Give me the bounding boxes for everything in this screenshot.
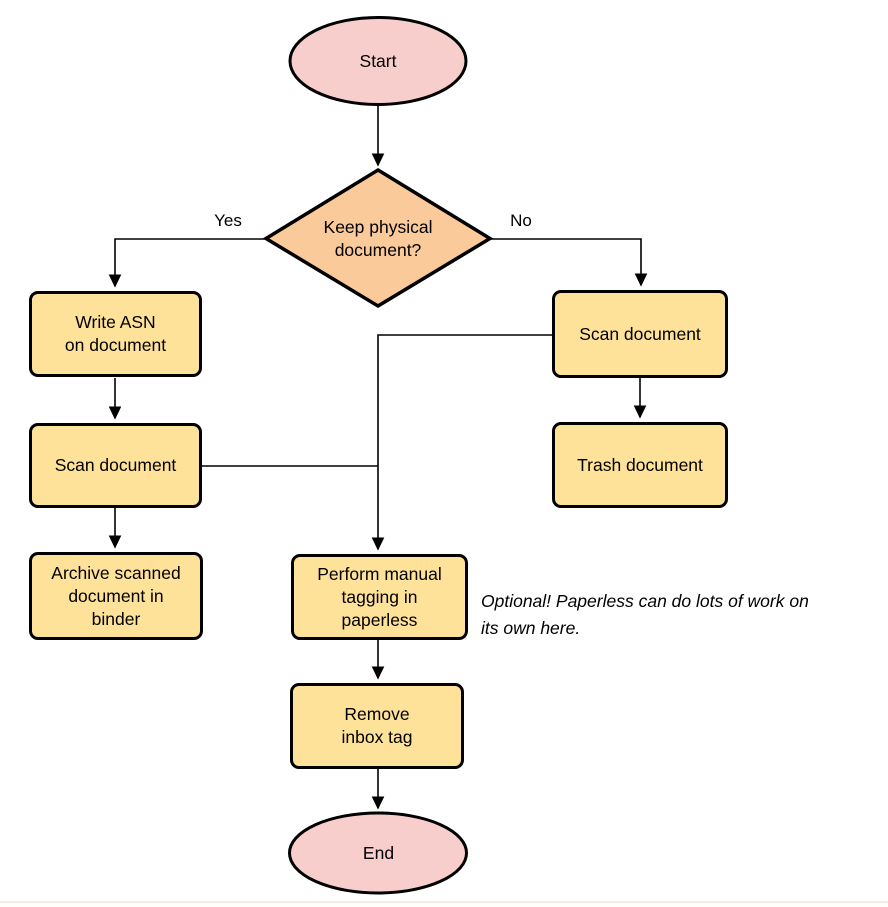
node-label: Scan document — [579, 323, 701, 344]
note-line: Optional! Paperless can do lots of work … — [481, 591, 809, 611]
node-label-line: Write ASN — [75, 312, 156, 332]
node-label-line: binder — [91, 608, 141, 629]
node-label-line: Remove — [344, 704, 410, 724]
edge-label-yes: Yes — [214, 211, 242, 230]
node-label-line: on document — [64, 335, 167, 355]
node-scan-document-right: Scan document — [552, 290, 728, 378]
node-manual-tagging: Perform manual tagging in paperless — [291, 554, 468, 640]
node-label: End — [362, 842, 395, 863]
node-label-line: document in — [68, 585, 164, 606]
node-label-line: paperless — [341, 609, 418, 630]
node-label-line: inbox tag — [341, 727, 413, 747]
note-line: its own here. — [481, 618, 581, 638]
node-end-shape — [288, 811, 468, 895]
node-label-line: Archive scanned — [51, 562, 181, 583]
node-decision-keep-physical: Keep physical document? — [266, 172, 490, 305]
node-start: Start — [290, 18, 466, 104]
page-bottom-border — [0, 901, 888, 903]
node-archive-scanned: Archive scanned document in binder — [29, 552, 203, 640]
node-label-line: Perform manual — [317, 563, 442, 584]
node-label-line: Keep physical — [323, 216, 433, 237]
node-label: Start — [359, 50, 397, 71]
node-remove-inbox-tag: Remove inbox tag — [290, 683, 464, 769]
edge-scan-right-to-tagging — [371, 334, 552, 551]
node-label-line: document? — [334, 239, 422, 260]
edge-label-no: No — [510, 211, 532, 230]
edge-decision-yes-to-write-asn — [108, 238, 266, 288]
note-optional: Optional! Paperless can do lots of work … — [481, 588, 881, 642]
node-scan-document-left: Scan document — [29, 423, 202, 508]
node-decision-shape — [262, 167, 494, 309]
node-end: End — [290, 813, 467, 893]
node-label-line: tagging in — [341, 586, 418, 607]
edge-decision-no-to-scan-right — [490, 238, 648, 287]
node-label: Trash document — [577, 454, 703, 475]
node-write-asn: Write ASN on document — [29, 291, 202, 377]
node-label: Scan document — [54, 455, 177, 475]
node-start-shape — [288, 16, 468, 106]
node-trash-document: Trash document — [552, 422, 728, 508]
